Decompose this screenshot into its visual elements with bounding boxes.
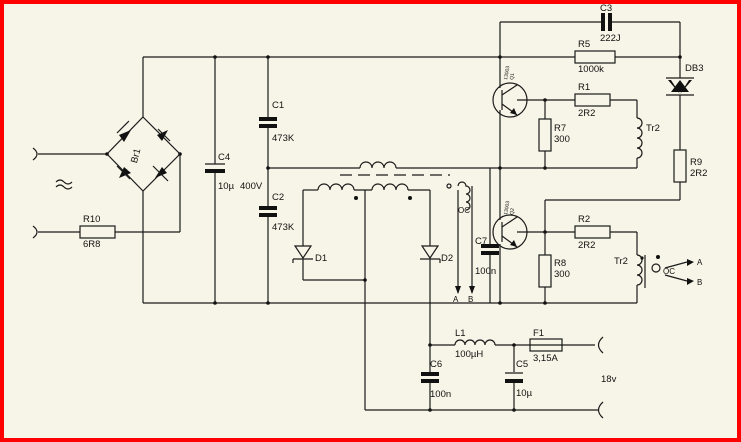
ac-symbol-icon <box>55 179 73 185</box>
diode-d2: D2 <box>420 245 453 345</box>
r9-label: R9 <box>690 157 702 168</box>
r7-label: R7 <box>554 123 566 134</box>
r8-value: 300 <box>554 269 570 280</box>
c6-label: C6 <box>430 359 442 370</box>
c7-label: C7 <box>475 236 487 247</box>
r10-label: R10 <box>83 214 100 225</box>
resistor-r8: R8 300 <box>538 232 570 305</box>
l1-value: 100µH <box>455 349 483 360</box>
resistor-r5: R5 1000k <box>500 39 680 75</box>
r5-label: R5 <box>578 39 590 50</box>
bridge-rectifier-br1: Br1 <box>105 116 182 192</box>
oc-mid-label: OC <box>458 206 470 215</box>
c2-value: 473K <box>272 222 295 233</box>
capacitor-c3: C3 222J <box>499 3 680 57</box>
r1-label: R1 <box>578 82 590 93</box>
c3-label: C3 <box>600 3 612 14</box>
q1-code2: Q1 <box>509 73 516 81</box>
q1-code: 13003 <box>503 65 511 80</box>
r7-value: 300 <box>554 134 570 145</box>
r9-value: 2R2 <box>690 168 707 179</box>
b-mid-label: B <box>468 295 473 304</box>
mains-input <box>32 147 107 239</box>
ac-terminal-bottom[interactable] <box>32 225 38 239</box>
capacitor-c5: C5 10µ <box>505 345 533 412</box>
tr2-bottom-label: Tr2 <box>614 256 628 267</box>
capacitor-c4: C4 10µ 400V <box>205 55 263 305</box>
capacitor-c7: C7 100n <box>475 168 499 303</box>
d2-label: D2 <box>441 253 453 264</box>
c4-value: 10µ <box>218 181 235 192</box>
inductor-l1: L1 100µH <box>428 328 530 360</box>
c3-value: 222J <box>600 33 621 44</box>
l1-label: L1 <box>455 328 466 339</box>
r1-value: 2R2 <box>578 108 595 119</box>
fuse-f1: F1 3,15A <box>529 328 595 364</box>
a-mid-label: A <box>453 295 459 304</box>
transistor-q1: 13003 Q1 <box>492 55 545 170</box>
r2-value: 2R2 <box>578 240 595 251</box>
f1-label: F1 <box>533 328 544 339</box>
output-coupler-right: OC A B <box>651 255 703 287</box>
transformer-tr2-bottom: Tr2 <box>614 232 646 303</box>
c4-label: C4 <box>218 152 230 163</box>
ac-terminal-top[interactable] <box>32 147 38 161</box>
a-right-label: A <box>697 258 703 267</box>
output-terminal-negative[interactable] <box>597 401 604 419</box>
f1-value: 3,15A <box>533 353 558 364</box>
br1-label: Br1 <box>129 147 143 164</box>
capacitor-c2: C2 473K <box>259 192 295 305</box>
r8-label: R8 <box>554 258 566 269</box>
b-right-label: B <box>697 278 702 287</box>
q2-code2: Q2 <box>509 208 516 216</box>
diode-d1: D1 <box>292 245 365 281</box>
c4-voltage: 400V <box>240 181 263 192</box>
c1-label: C1 <box>272 100 284 111</box>
resistor-r2: R2 2R2 <box>543 214 637 251</box>
q2-code: 13003 <box>503 200 511 215</box>
r2-label: R2 <box>578 214 590 225</box>
output-coupler-mid: OC A B <box>446 181 475 304</box>
capacitor-c6: C6 100n <box>421 345 451 412</box>
resistor-r7: R7 300 <box>538 100 570 170</box>
d1-label: D1 <box>315 253 327 264</box>
output-voltage-label: 18v <box>601 374 617 385</box>
transformer-tr2-top: Tr2 <box>500 100 660 169</box>
oc-right-label: OC <box>663 267 675 276</box>
transformer-primary-winding <box>359 161 397 169</box>
c5-label: C5 <box>516 359 528 370</box>
transformer-secondary <box>302 183 431 410</box>
resistor-r9: R9 2R2 <box>544 149 707 232</box>
resistor-r10: R10 6R8 <box>79 214 116 250</box>
c1-value: 473K <box>272 133 295 144</box>
c7-value: 100n <box>475 266 496 277</box>
c5-value: 10µ <box>516 388 533 399</box>
r5-value: 1000k <box>578 64 604 75</box>
diac-db3: DB3 <box>666 63 703 150</box>
transistor-q2: 13003 Q2 <box>492 168 545 305</box>
resistor-r1: R1 2R2 <box>543 82 637 119</box>
c6-value: 100n <box>430 389 451 400</box>
r10-value: 6R8 <box>83 239 100 250</box>
tr2-top-label: Tr2 <box>646 123 660 134</box>
c2-label: C2 <box>272 192 284 203</box>
capacitor-c1: C1 473K <box>259 55 295 195</box>
db3-label: DB3 <box>685 63 703 74</box>
output-terminal-positive[interactable] <box>597 336 604 354</box>
